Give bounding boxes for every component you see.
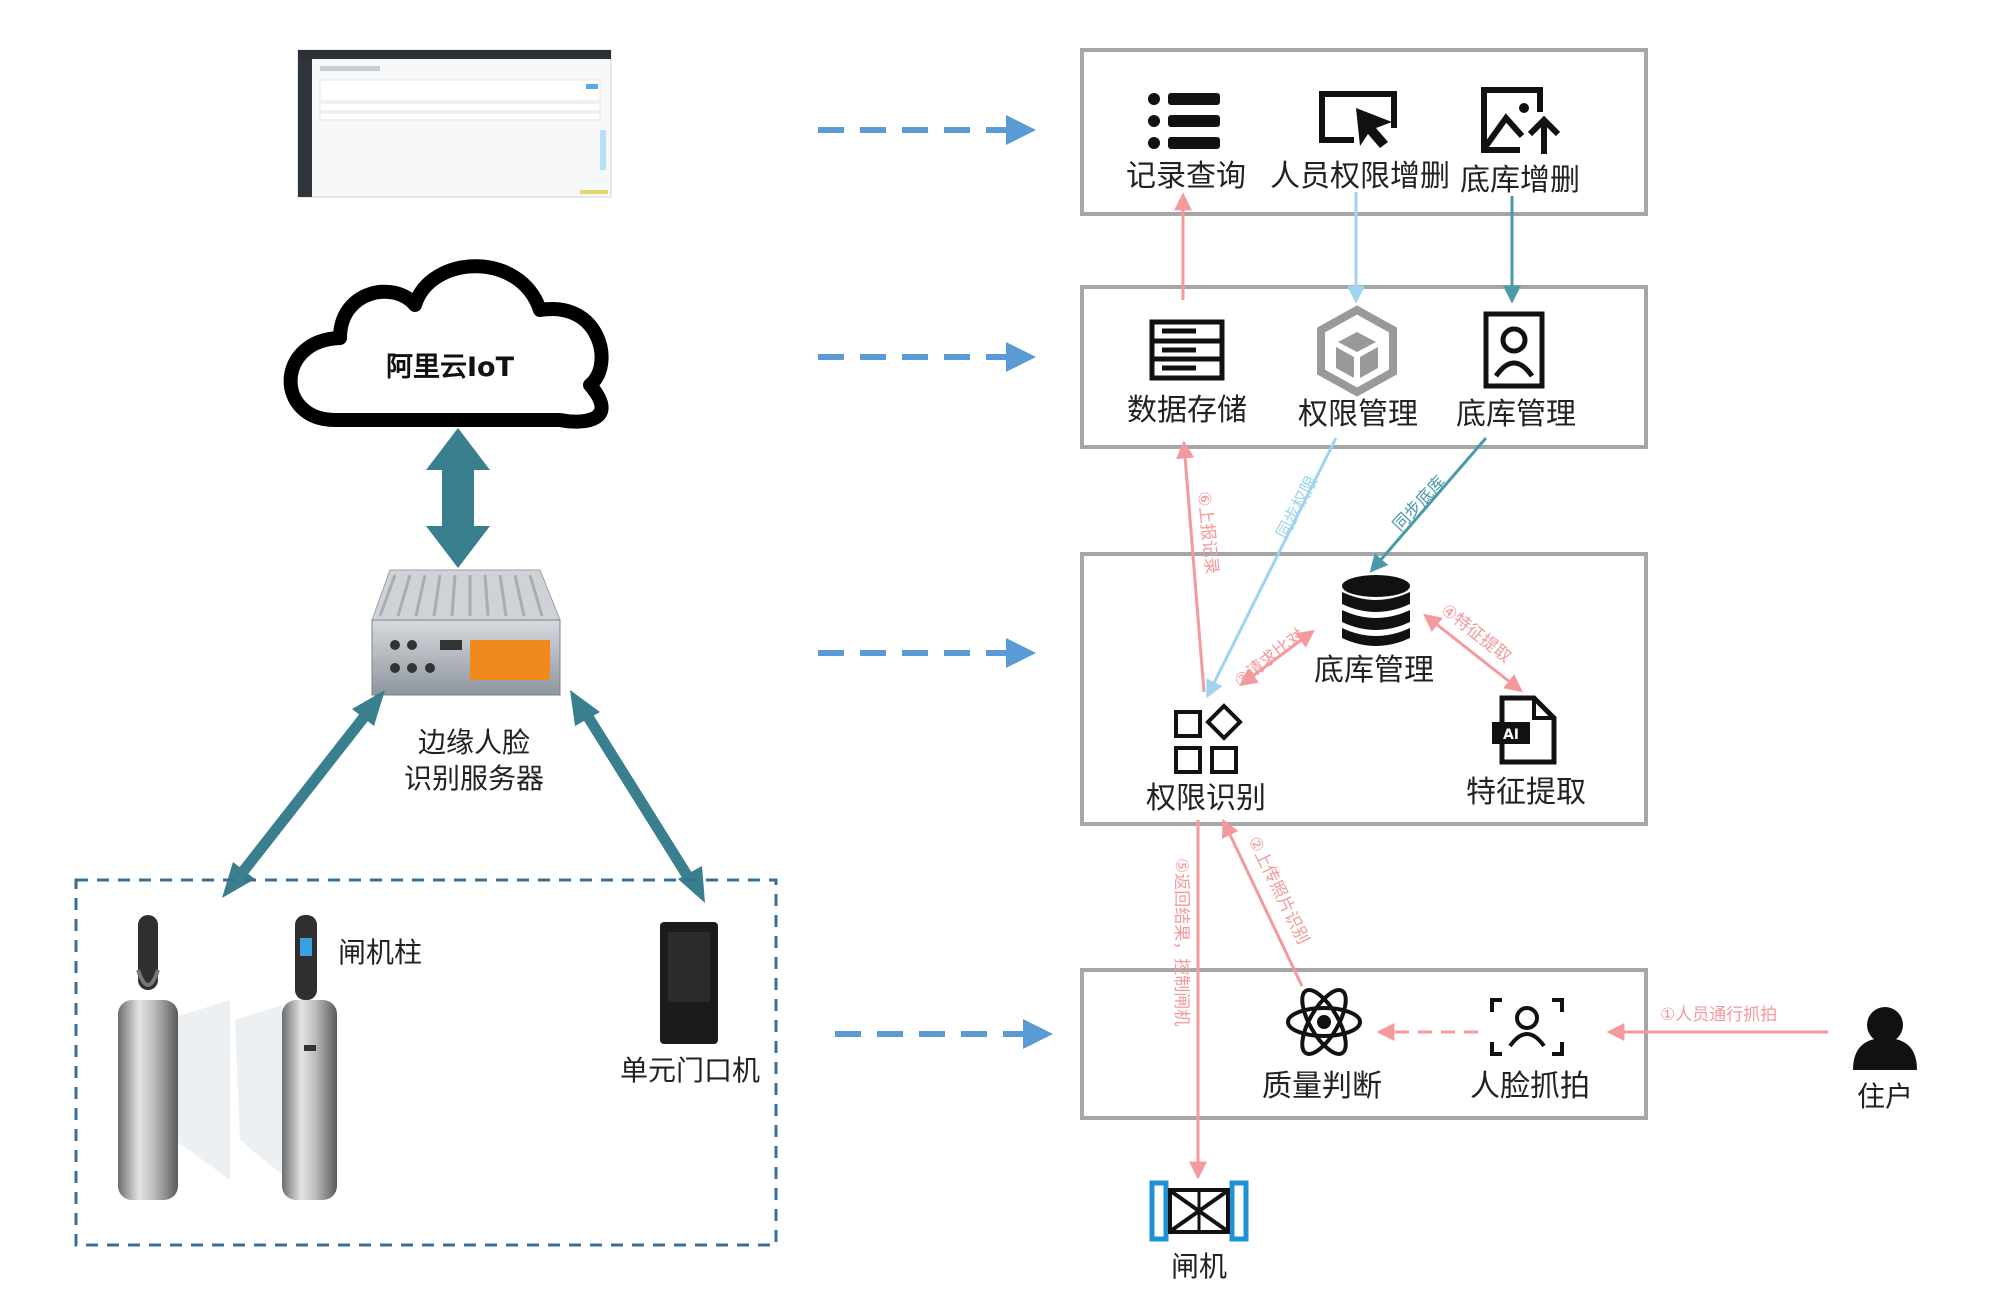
label-person-passing: ①人员通行抓拍 (1660, 1005, 1777, 1025)
label-return-result: ⑤返回结果，控制闸机 (1171, 858, 1191, 1026)
edge-item-2-label: 特征提取 (1466, 775, 1586, 810)
arrow-sync-library (1369, 437, 1488, 573)
cloud-item-2-label: 底库管理 (1456, 397, 1576, 432)
edge-item-1-label: 权限识别 (1146, 781, 1266, 816)
edge-server-label-2: 识别服务器 (404, 762, 544, 795)
face-scan-icon (1490, 998, 1564, 1056)
edge-item-0-label: 底库管理 (1314, 653, 1434, 688)
arrow-sync-permission (1206, 437, 1338, 699)
server-gate-double-arrow (222, 690, 385, 898)
gate-pillar-label: 闸机柱 (338, 936, 422, 969)
cloud-item-0-label: 数据存储 (1127, 393, 1247, 428)
dashed-connectors (818, 115, 1053, 1049)
resident-label: 住户 (1857, 1080, 1913, 1113)
cloud-server-double-arrow (426, 428, 490, 568)
resident-icon (1853, 1007, 1917, 1070)
id-card-icon (1483, 311, 1545, 389)
arrow-upload-photo (1222, 818, 1304, 987)
turnstile-icon (1149, 1180, 1249, 1242)
unit-door-label: 单元门口机 (620, 1054, 760, 1087)
app-item-1-label: 人员权限增删 (1270, 159, 1450, 194)
arrow-feature-extract (1423, 613, 1523, 693)
server-door-double-arrow (570, 690, 705, 903)
database-icon (1342, 575, 1410, 646)
unit-door-device (660, 922, 718, 1044)
edge-server-label-1: 边缘人脸 (418, 726, 530, 759)
app-item-0-label: 记录查询 (1126, 159, 1246, 194)
label-sync-library: 同步底库 (1389, 472, 1450, 535)
gate-pillar-left (118, 915, 230, 1200)
cloud-label: 阿里云IoT (386, 352, 515, 383)
web-console-thumbnail (297, 49, 612, 198)
edge-server-device (371, 569, 561, 696)
atom-icon (1286, 988, 1362, 1056)
label-upload-photo: ②上传照片识别 (1244, 833, 1313, 947)
arrow-request-compare (1239, 629, 1315, 687)
layer-device (1080, 968, 1648, 1120)
device-item-1-label: 人脸抓拍 (1470, 1069, 1590, 1104)
label-sync-permission: 同步权限 (1273, 473, 1323, 542)
cursor-screen-icon (1319, 91, 1397, 148)
arrow-upload-record (1176, 440, 1206, 693)
ai-file-icon: AI (1492, 695, 1557, 765)
server-stack-icon (1149, 319, 1225, 381)
cloud-iot: 阿里云IoT (283, 259, 609, 429)
gate-label: 闸机 (1171, 1250, 1227, 1283)
list-icon (1148, 93, 1220, 149)
gate-pillar-right (235, 915, 337, 1200)
app-item-2-label: 底库增删 (1460, 163, 1580, 198)
layer-edge (1080, 552, 1648, 826)
cloud-item-1-label: 权限管理 (1298, 397, 1418, 432)
svg-text:AI: AI (1503, 727, 1519, 743)
device-item-0-label: 质量判断 (1262, 1069, 1382, 1104)
cube-icon (1317, 305, 1397, 397)
image-upload-icon (1481, 87, 1561, 154)
devices-container (74, 878, 778, 1247)
grid-icon (1174, 703, 1243, 774)
